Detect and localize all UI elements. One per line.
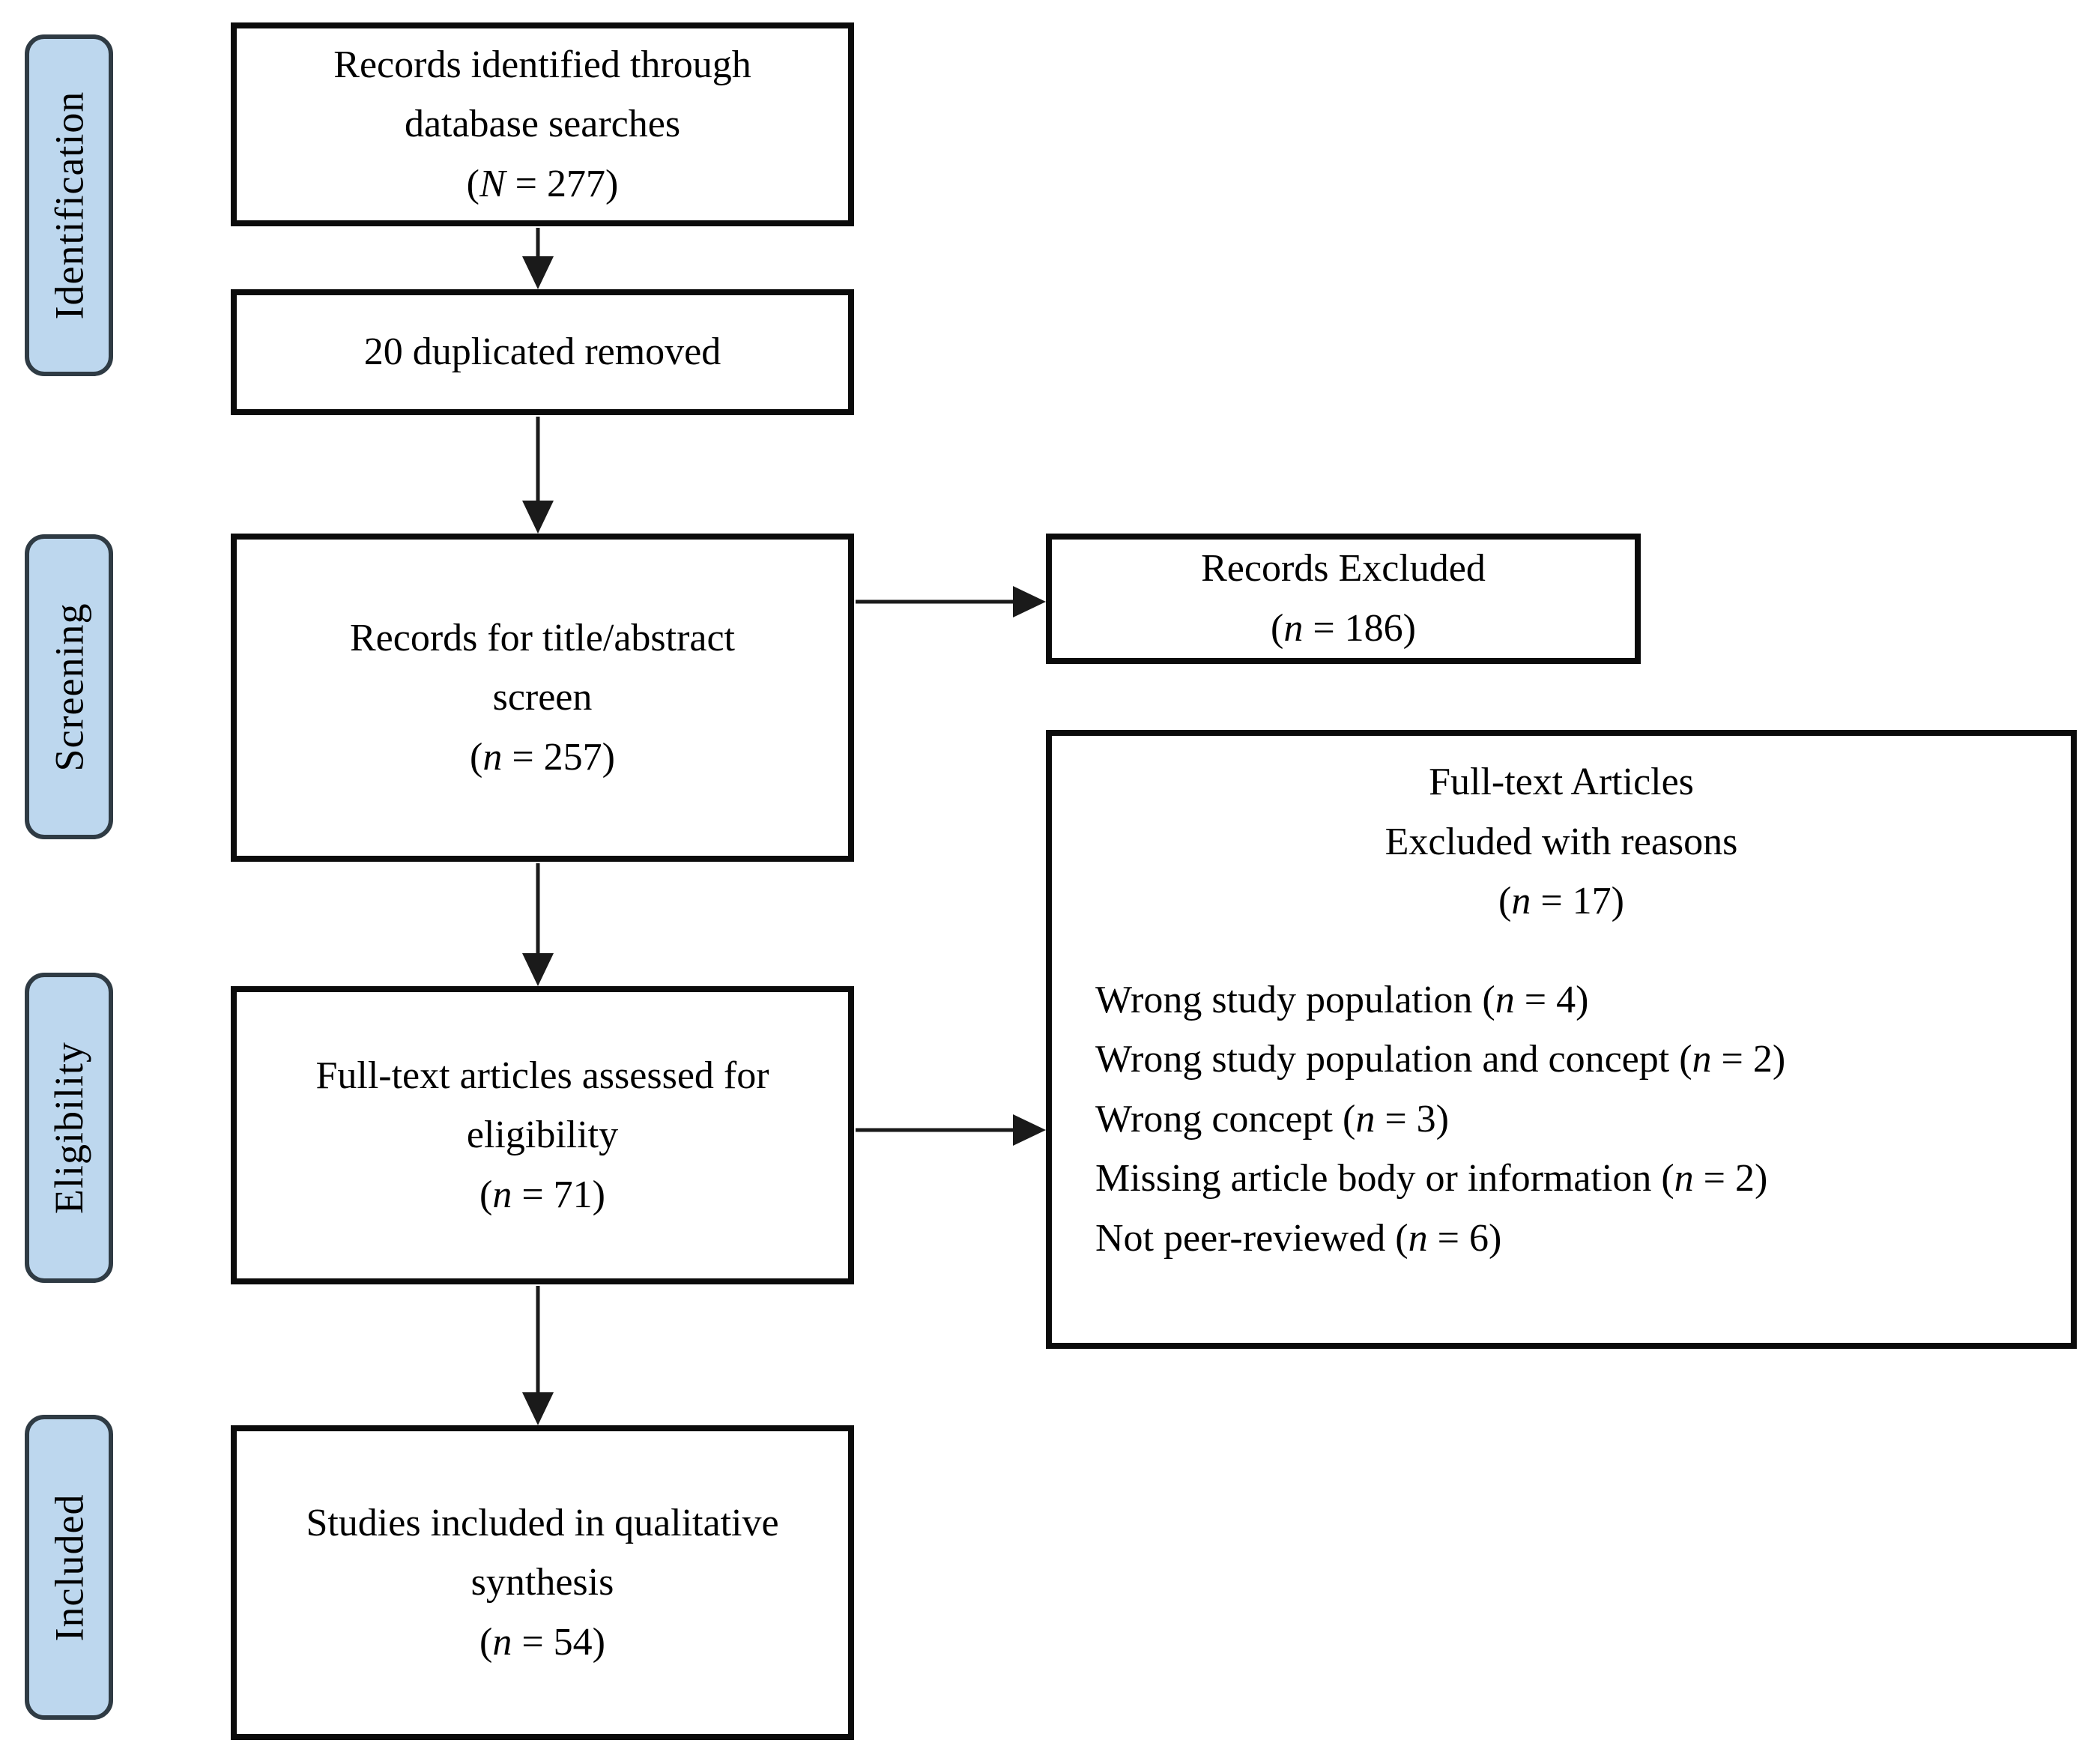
- exclusion-reason-item: Wrong study population and concept (n = …: [1095, 1038, 1786, 1081]
- stage-label-identification: Identification: [25, 34, 113, 376]
- exclusion-reason-item: Missing article body or information (n =…: [1095, 1157, 1768, 1200]
- stage-label-text: Included: [46, 1493, 92, 1641]
- stage-label-text: Eligibility: [46, 1041, 92, 1215]
- arrow-screen-to-assessed: [522, 863, 554, 986]
- exclusion-reason-item: Not peer-reviewed (n = 6): [1095, 1216, 1502, 1260]
- count-label: (n = 71): [479, 1173, 605, 1216]
- stage-label-text: Identification: [46, 91, 92, 320]
- flow-box-records-excluded: Records Excluded (n = 186): [1046, 534, 1641, 664]
- count-label: (n = 54): [479, 1620, 605, 1664]
- stage-label-text: Screening: [46, 602, 92, 771]
- flow-box-text: Records Excluded: [1201, 547, 1486, 590]
- stage-label-screening: Screening: [25, 534, 113, 839]
- flow-box-duplicates-removed: 20 duplicated removed: [231, 289, 854, 415]
- arrow-assessed-to-included: [522, 1286, 554, 1425]
- count-label: (N = 277): [466, 162, 619, 205]
- count-label: (n = 17): [1498, 880, 1624, 923]
- arrow-duplicates-to-screen: [522, 417, 554, 534]
- arrow-screen-to-excluded: [856, 586, 1046, 617]
- arrow-assessed-to-excluded-reasons: [856, 1114, 1046, 1146]
- arrow-identified-to-duplicates: [522, 228, 554, 289]
- exclusion-reasons-list: Wrong study population (n = 4) Wrong stud…: [1082, 970, 2041, 1269]
- count-label: (n = 257): [470, 735, 615, 779]
- stage-label-eligibility: Eligibility: [25, 973, 113, 1283]
- flow-box-text: 20 duplicated removed: [363, 330, 721, 374]
- stage-label-included: Included: [25, 1415, 113, 1720]
- count-label: (n = 186): [1271, 607, 1416, 650]
- exclusion-reason-item: Wrong concept (n = 3): [1095, 1097, 1449, 1141]
- exclusion-reason-item: Wrong study population (n = 4): [1095, 978, 1589, 1021]
